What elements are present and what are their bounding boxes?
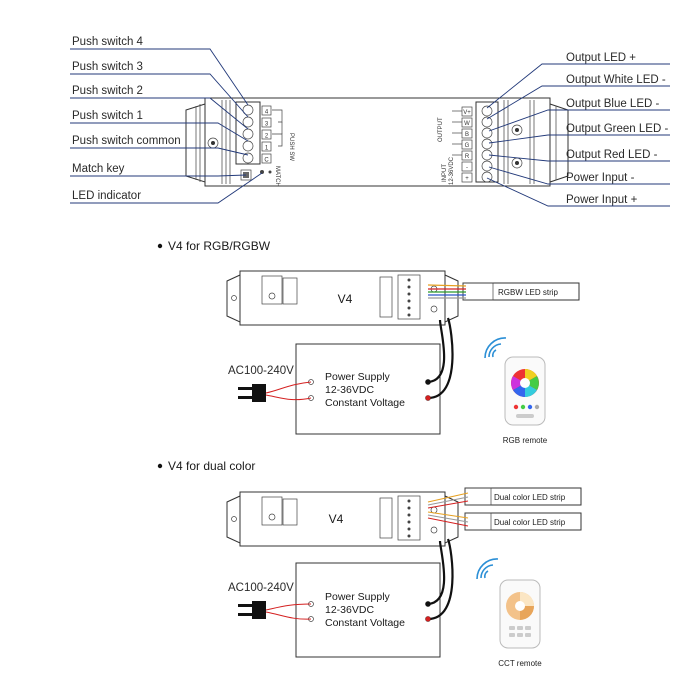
power-supply — [295, 343, 441, 435]
ac-input-label: AC100-240V — [228, 365, 294, 377]
led-indicator — [260, 170, 264, 174]
left-terminal-marking: 3 — [265, 122, 269, 128]
right-terminal-marking: V+ — [463, 110, 471, 116]
wireless-signal-icon — [476, 558, 499, 580]
callout-output-white: Output White LED - — [566, 74, 666, 86]
left-callout-lines — [70, 48, 263, 204]
callout-push-switch-common: Push switch common — [72, 135, 181, 147]
left-callouts: Push switch 4 Push switch 3 Push switch … — [72, 36, 181, 202]
section-dual-color: V4 for dual color V4 Dual color LED stri… — [157, 459, 582, 668]
ps-mode: Constant Voltage — [325, 617, 405, 629]
dc-wire-negative — [427, 540, 446, 606]
section-heading: V4 for dual color — [168, 459, 255, 473]
right-callouts: Output LED + Output White LED - Output B… — [566, 52, 668, 206]
left-terminal-marking: 2 — [265, 134, 269, 140]
controller-label: V4 — [329, 512, 344, 526]
left-terminal-marking: 1 — [265, 146, 269, 152]
bullet — [157, 463, 163, 469]
controller-detail: 4 3 2 1 C PUSH SW MATCH — [185, 97, 569, 187]
callout-push-switch-2: Push switch 2 — [72, 85, 143, 97]
dual-strip-1-label: Dual color LED strip — [494, 493, 566, 502]
input-range-marking: 12-36VDC — [449, 156, 455, 185]
right-mounting-hole-top — [511, 124, 523, 136]
right-terminal-marking: W — [464, 121, 470, 127]
push-switch-terminal-block — [235, 101, 261, 165]
terminal-w — [481, 116, 493, 128]
ps-mode: Constant Voltage — [325, 397, 405, 409]
controller-label: V4 — [338, 292, 353, 306]
callout-match-key: Match key — [72, 163, 125, 175]
right-terminal-marking: G — [465, 143, 470, 149]
terminal-v-plus — [481, 105, 493, 117]
right-terminal-marking: + — [465, 176, 469, 182]
right-terminal-marking: R — [465, 154, 470, 160]
callout-output-green: Output Green LED - — [566, 123, 668, 135]
callout-output-red: Output Red LED - — [566, 149, 658, 161]
rgbw-strip-label: RGBW LED strip — [498, 288, 559, 297]
match-marking: MATCH — [274, 166, 280, 187]
callout-push-switch-1: Push switch 1 — [72, 110, 143, 122]
callout-output-led-plus: Output LED + — [566, 52, 636, 64]
wireless-signal-icon — [484, 337, 507, 359]
dc-wire-positive — [427, 538, 454, 621]
power-supply — [295, 562, 441, 658]
ac-plug — [238, 381, 312, 402]
left-mounting-ear — [185, 103, 206, 183]
dual-strip-2-label: Dual color LED strip — [494, 518, 566, 527]
terminal-b — [481, 127, 493, 139]
callout-power-input-minus: Power Input - — [566, 172, 635, 184]
dc-wire-positive — [427, 317, 454, 400]
callout-power-input-plus: Power Input + — [566, 194, 638, 206]
v4-controller: V4 — [226, 491, 459, 547]
callout-push-switch-3: Push switch 3 — [72, 61, 143, 73]
rgb-remote-label: RGB remote — [503, 436, 548, 445]
input-marking: INPUT — [442, 164, 448, 182]
right-mounting-ear — [549, 103, 569, 183]
terminal-common — [242, 152, 254, 164]
cct-remote[interactable] — [499, 579, 541, 649]
terminal-input-minus — [481, 160, 493, 172]
dc-wire-negative — [427, 319, 446, 384]
output-marking: OUTPUT — [438, 117, 444, 142]
ac-input-label: AC100-240V — [228, 582, 294, 594]
section-rgb: V4 for RGB/RGBW V4 — [157, 239, 580, 445]
ps-title: Power Supply — [325, 371, 391, 383]
cct-remote-label: CCT remote — [498, 659, 542, 668]
v4-controller: V4 — [226, 270, 459, 326]
left-terminal-marking: C — [264, 158, 269, 164]
right-terminal-marking: B — [465, 132, 469, 138]
right-callout-lines — [486, 63, 670, 207]
ps-title: Power Supply — [325, 591, 391, 603]
ac-plug — [238, 601, 312, 620]
callout-push-switch-4: Push switch 4 — [72, 36, 144, 48]
callout-led-indicator: LED indicator — [72, 190, 141, 202]
pushsw-marking: PUSH SW — [288, 133, 294, 161]
rgb-remote[interactable] — [504, 356, 546, 426]
section-heading: V4 for RGB/RGBW — [168, 239, 271, 253]
ps-voltage: 12-36VDC — [325, 604, 374, 616]
bullet — [157, 243, 163, 249]
callout-output-blue: Output Blue LED - — [566, 98, 659, 110]
right-terminal-marking: - — [466, 165, 468, 171]
terminal-input-plus — [481, 171, 493, 183]
terminal-g — [481, 138, 493, 150]
left-terminal-marking: 4 — [265, 110, 269, 116]
ps-voltage: 12-36VDC — [325, 384, 374, 396]
